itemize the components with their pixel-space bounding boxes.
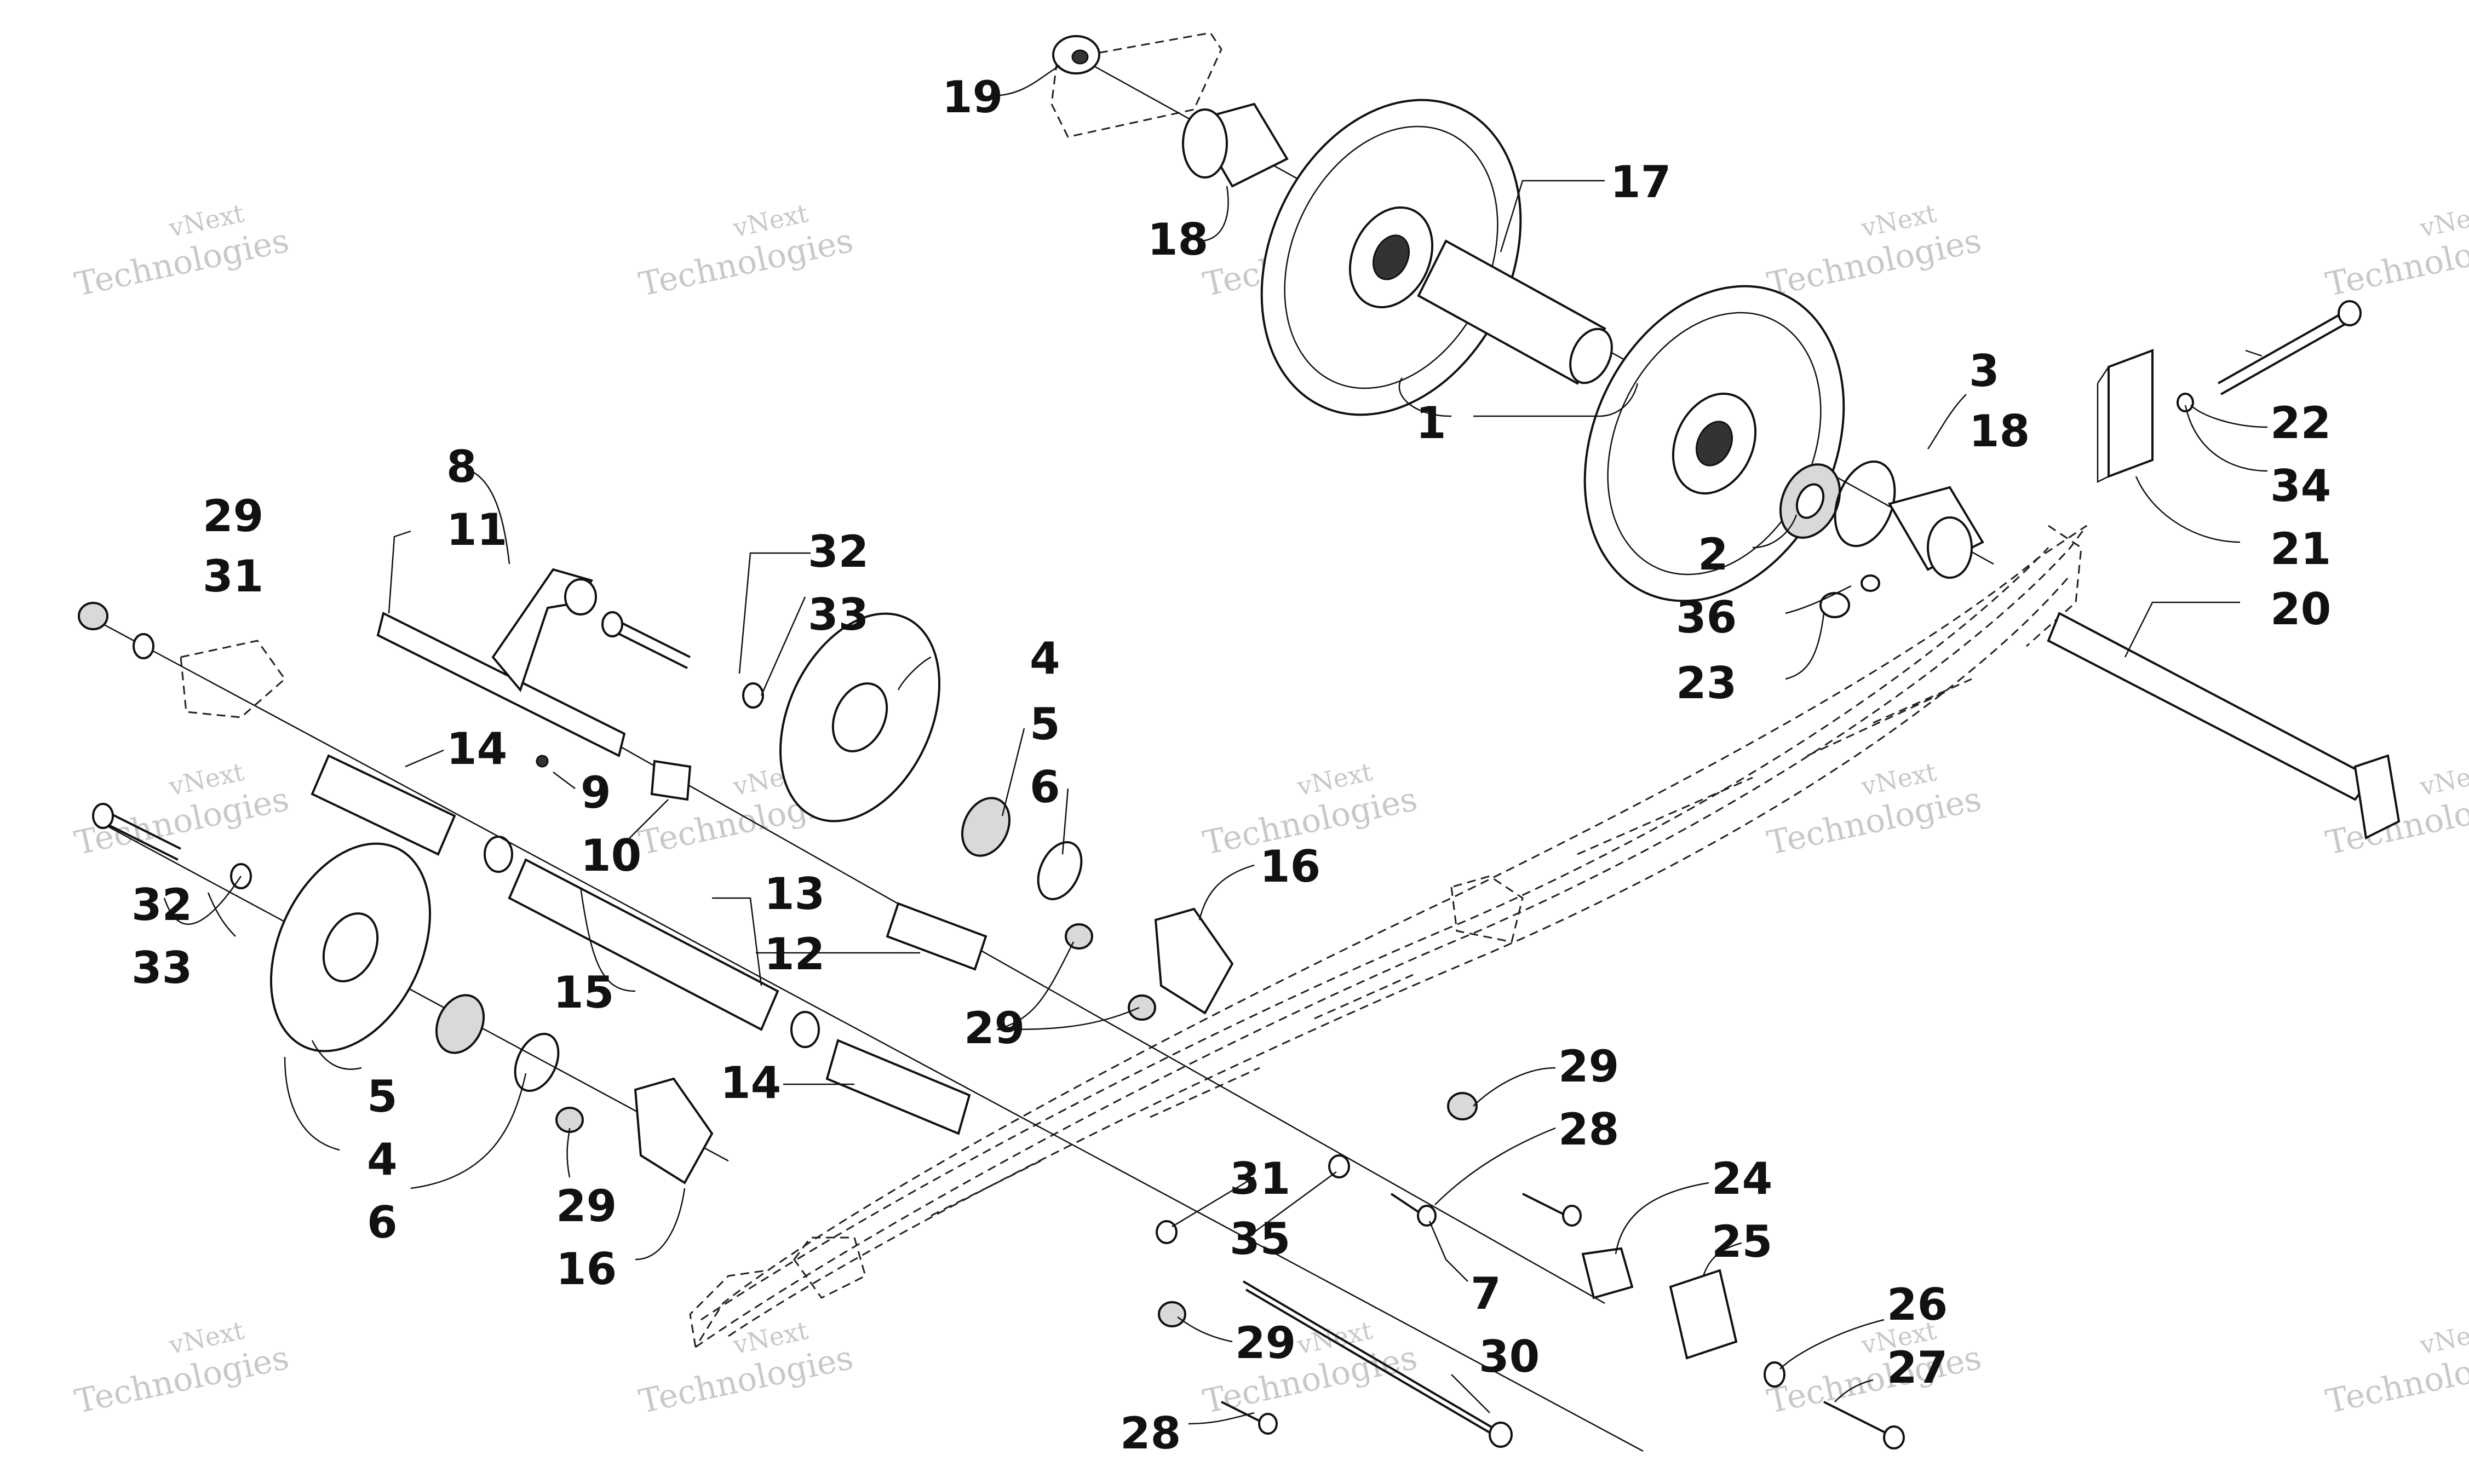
callout-5: 5 bbox=[367, 1071, 398, 1122]
callout-22: 22 bbox=[2270, 398, 2331, 448]
callout-28: 28 bbox=[1558, 1104, 1619, 1155]
callout-27: 27 bbox=[1887, 1342, 1948, 1393]
callout-29: 29 bbox=[1235, 1318, 1296, 1368]
callout-9: 9 bbox=[581, 767, 611, 818]
callout-16: 16 bbox=[556, 1244, 617, 1295]
callout-17: 17 bbox=[1610, 157, 1671, 208]
callout-14: 14 bbox=[720, 1057, 781, 1108]
callout-12: 12 bbox=[764, 929, 825, 980]
callout-23: 23 bbox=[1676, 658, 1737, 709]
callout-15: 15 bbox=[553, 967, 614, 1018]
leader-lines bbox=[163, 65, 2268, 1425]
callout-29: 29 bbox=[964, 1003, 1025, 1054]
callout-19: 19 bbox=[942, 72, 1003, 123]
callout-4: 4 bbox=[367, 1134, 398, 1185]
callout-6: 6 bbox=[1030, 762, 1060, 813]
callout-29: 29 bbox=[556, 1181, 617, 1232]
callout-28: 28 bbox=[1120, 1408, 1181, 1459]
callout-35: 35 bbox=[1230, 1213, 1290, 1264]
callout-3: 3 bbox=[1969, 346, 2000, 396]
watermark-line1: vNext bbox=[2417, 757, 2469, 802]
callout-33: 33 bbox=[131, 942, 192, 993]
callout-4: 4 bbox=[1030, 633, 1060, 684]
callout-1: 1 bbox=[1416, 398, 1446, 448]
callout-29: 29 bbox=[203, 491, 263, 542]
callout-31: 31 bbox=[203, 551, 263, 602]
callout-33: 33 bbox=[808, 589, 869, 640]
callout-11: 11 bbox=[446, 504, 507, 555]
callout-labels: 19 18 17 1 3 18 22 34 21 2 36 23 20 8 11… bbox=[131, 72, 2331, 1459]
callout-6: 6 bbox=[367, 1197, 398, 1248]
callout-25: 25 bbox=[1712, 1216, 1772, 1267]
callout-30: 30 bbox=[1479, 1331, 1540, 1382]
callout-10: 10 bbox=[581, 830, 641, 881]
callout-18: 18 bbox=[1969, 406, 2030, 457]
callout-20: 20 bbox=[2270, 584, 2331, 635]
callout-7: 7 bbox=[1471, 1268, 1501, 1319]
callout-24: 24 bbox=[1712, 1153, 1772, 1204]
callout-36: 36 bbox=[1676, 592, 1737, 643]
callout-18: 18 bbox=[1147, 214, 1208, 265]
callout-16: 16 bbox=[1260, 841, 1320, 892]
callout-14: 14 bbox=[446, 723, 507, 774]
callout-32: 32 bbox=[131, 879, 192, 930]
watermark-line1: vNext bbox=[2417, 198, 2469, 243]
callout-31: 31 bbox=[1230, 1153, 1290, 1204]
callout-13: 13 bbox=[764, 868, 825, 919]
callout-34: 34 bbox=[2270, 461, 2331, 511]
callout-2: 2 bbox=[1698, 529, 1729, 580]
lower-shaft-assemblies bbox=[78, 568, 1905, 1452]
slide-rail-frame bbox=[689, 525, 2088, 1348]
top-idler-wheel-assembly bbox=[1050, 32, 2401, 840]
callout-32: 32 bbox=[808, 526, 869, 577]
callout-8: 8 bbox=[446, 441, 477, 492]
callout-21: 21 bbox=[2270, 524, 2331, 574]
callout-5: 5 bbox=[1030, 699, 1060, 750]
watermark-line1: vNext bbox=[2417, 1315, 2469, 1360]
callout-29: 29 bbox=[1558, 1041, 1619, 1092]
callout-26: 26 bbox=[1887, 1279, 1948, 1330]
